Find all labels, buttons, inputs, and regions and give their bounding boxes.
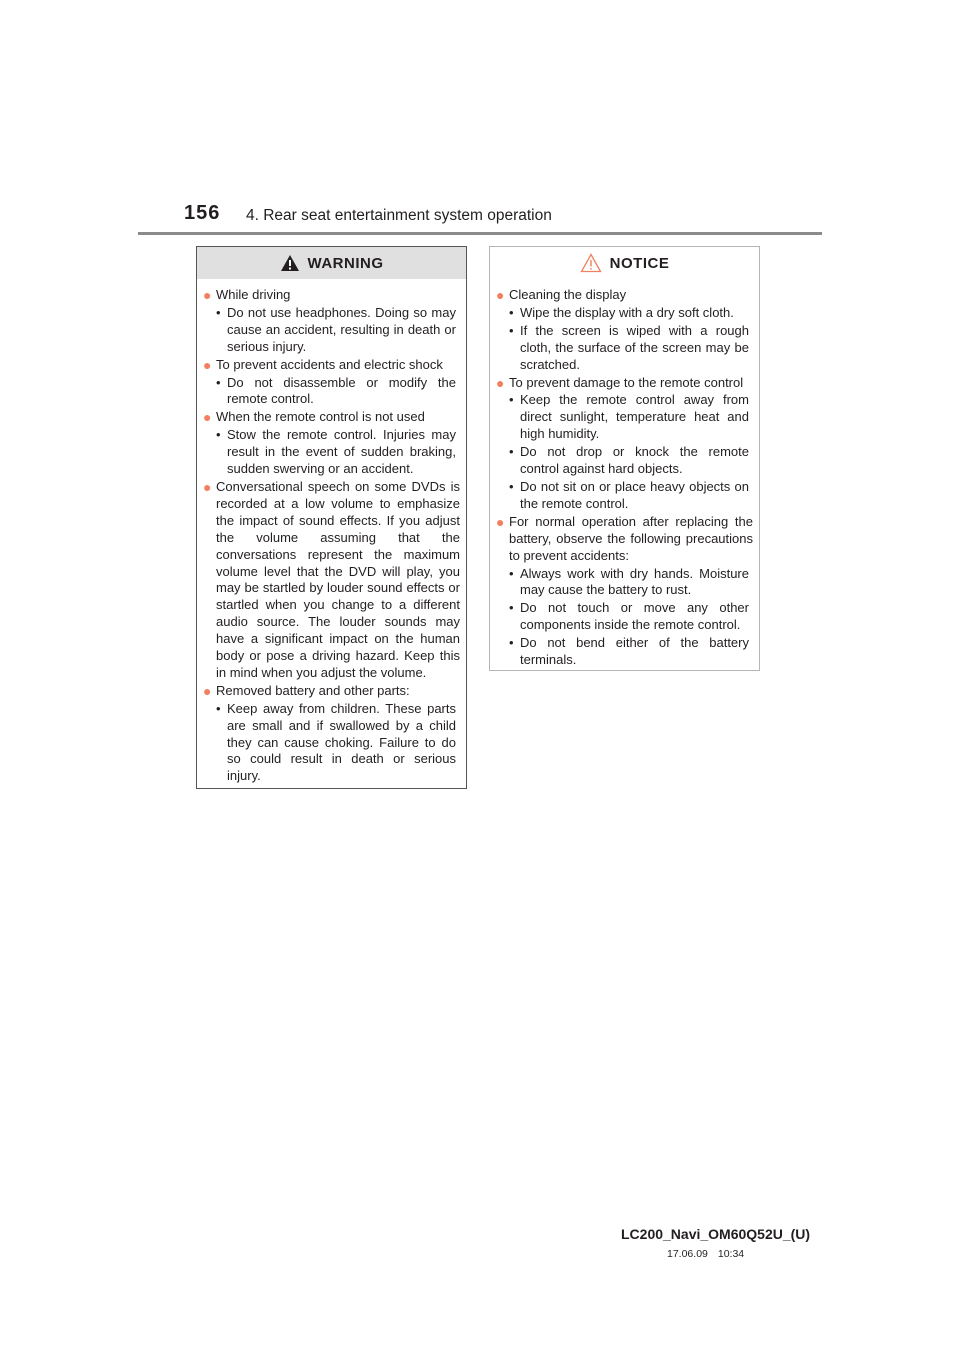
notice-list: ● Cleaning the display • Wipe the display w… [490, 279, 759, 669]
sub-item-text: Do not sit on or place heavy objects on … [520, 478, 749, 511]
warning-box: WARNING ● While driving • Do not use headph… [196, 246, 467, 789]
sub-bullet-icon: • [509, 444, 514, 460]
sub-item-text: Do not disassemble or modify the remote … [227, 374, 456, 407]
sub-item: • Keep the remote control away from direc… [496, 392, 753, 443]
sub-item-text: Wipe the display with a dry soft cloth. [520, 304, 734, 320]
notice-title: NOTICE [609, 254, 670, 272]
bullet-icon: ● [203, 356, 212, 373]
list-item: ●Removed battery and other parts: [203, 683, 460, 700]
caution-icon [580, 253, 602, 273]
notice-header: NOTICE [490, 247, 759, 279]
sub-bullet-icon: • [216, 374, 221, 390]
bullet-icon: ● [203, 409, 212, 426]
sub-item-text: Do not use headphones. Doing so may caus… [227, 304, 456, 354]
bullet-icon: ● [203, 682, 212, 699]
item-text: When the remote control is not used [216, 409, 425, 425]
page-number: 156 [184, 202, 221, 224]
sub-bullet-icon: • [216, 427, 221, 443]
bullet-icon: ● [496, 287, 505, 303]
print-time: 10:34 [717, 1248, 745, 1260]
sub-item-text: If the screen is wiped with a rough clot… [520, 322, 749, 372]
item-text: While driving [216, 287, 291, 302]
sub-bullet-icon: • [509, 478, 514, 494]
sub-item: • Do not touch or move any other componen… [496, 600, 753, 634]
sub-item: • Always work with dry hands. Moisture ma… [496, 566, 753, 600]
sub-bullet-icon: • [509, 635, 514, 651]
document-id: LC200_Navi_OM60Q52U_(U) [621, 1226, 811, 1242]
item-text: Cleaning the display [509, 287, 627, 302]
warning-list: ● While driving • Do not use headphones. Do… [197, 279, 466, 785]
bullet-icon: ● [203, 478, 212, 495]
notice-box: NOTICE ● Cleaning the display • Wipe the di… [489, 246, 760, 671]
sub-bullet-icon: • [509, 304, 514, 320]
sub-item: • Keep away from children. These parts ar… [203, 701, 460, 786]
sub-item: • Do not drop or knock the remote control… [496, 444, 753, 478]
warning-header: WARNING [197, 247, 466, 279]
list-item: ● While driving [203, 287, 460, 304]
sub-bullet-icon: • [509, 600, 514, 616]
sub-item-text: Do not drop or knock the remote control … [520, 444, 749, 477]
sub-item-text: Keep the remote control away from direct… [520, 392, 749, 442]
list-item: ●To prevent accidents and electric shock [203, 357, 460, 374]
sub-item: • Do not bend either of the battery termi… [496, 635, 753, 669]
bullet-icon: ● [496, 513, 505, 530]
item-text: For normal operation after replacing the… [509, 513, 753, 563]
sub-item: • Do not use headphones. Doing so may cau… [203, 305, 460, 356]
bullet-icon: ● [203, 287, 212, 303]
header-rule [138, 232, 822, 235]
sub-bullet-icon: • [509, 392, 514, 408]
section-title: 4. Rear seat entertainment system operat… [246, 207, 552, 224]
sub-item: • Wipe the display with a dry soft cloth. [496, 305, 753, 322]
sub-item-text: Do not bend either of the battery termin… [520, 635, 749, 668]
print-timestamp: 17.06.09 10:34 [667, 1248, 744, 1260]
list-item: ●To prevent damage to the remote control [496, 375, 753, 392]
sub-bullet-icon: • [509, 565, 514, 581]
item-text: Conversational speech on some DVDs is re… [216, 478, 460, 680]
sub-bullet-icon: • [216, 700, 221, 716]
bullet-icon: ● [496, 374, 505, 391]
sub-item: • Do not sit on or place heavy objects on… [496, 479, 753, 513]
sub-bullet-icon: • [509, 322, 514, 338]
warning-title: WARNING [307, 254, 384, 272]
sub-item-text: Keep away from children. These parts are… [227, 700, 456, 784]
warning-icon [280, 255, 299, 271]
list-item: ●For normal operation after replacing th… [496, 514, 753, 565]
sub-item: • Stow the remote control. Injuries may r… [203, 427, 460, 478]
print-date: 17.06.09 [667, 1248, 708, 1260]
sub-item: • If the screen is wiped with a rough clo… [496, 323, 753, 374]
item-text: Removed battery and other parts: [216, 682, 410, 698]
sub-item: • Do not disassemble or modify the remote… [203, 375, 460, 409]
sub-bullet-icon: • [216, 304, 221, 320]
sub-item-text: Do not touch or move any other component… [520, 600, 749, 633]
list-item: ●Conversational speech on some DVDs is r… [203, 479, 460, 682]
sub-item-text: Stow the remote control. Injuries may re… [227, 427, 456, 477]
item-text: To prevent damage to the remote control [509, 374, 744, 390]
list-item: ●When the remote control is not used [203, 409, 460, 426]
sub-item-text: Always work with dry hands. Moisture may… [520, 565, 749, 598]
item-text: To prevent accidents and electric shock [216, 356, 443, 372]
list-item: ● Cleaning the display [496, 287, 753, 304]
